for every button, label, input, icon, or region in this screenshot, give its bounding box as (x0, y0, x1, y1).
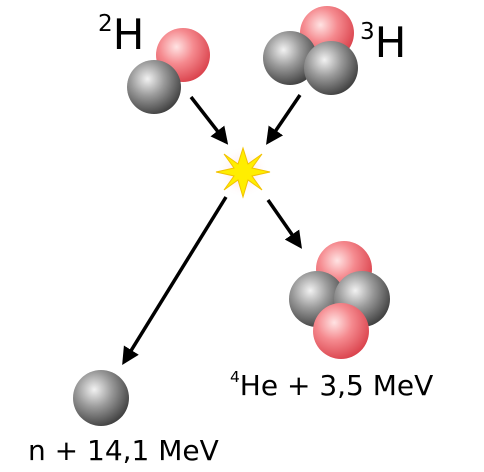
deuterium-label: 2H (98, 10, 144, 56)
neutron-product-label: n + 14,1 MeV (28, 437, 219, 465)
tritium-neutron-left (263, 31, 317, 85)
neutron-product-text: n + 14,1 MeV (28, 434, 219, 467)
helium-nucleus (289, 241, 390, 359)
deuterium-symbol: H (112, 10, 145, 59)
tritium-label: 3H (360, 18, 406, 64)
fusion-flash-icon (215, 146, 271, 199)
helium-product-text: He + 3,5 MeV (239, 369, 434, 402)
arrow-tritium-in (266, 94, 302, 145)
tritium-symbol: H (374, 18, 407, 67)
deuterium-neutron (127, 60, 181, 114)
arrow-deuterium-in (189, 95, 229, 145)
tritium-neutron-right (304, 41, 358, 95)
helium-proton-bottom (313, 303, 369, 359)
free-neutron (73, 370, 129, 426)
deuterium-mass-number: 2 (98, 10, 113, 37)
arrow-helium-out (266, 199, 302, 249)
helium-mass-number: 4 (230, 368, 240, 387)
tritium-mass-number: 3 (360, 18, 375, 45)
deuterium-nucleus (127, 28, 210, 114)
tritium-nucleus (263, 6, 358, 95)
helium-product-label: 4He + 3,5 MeV (230, 369, 434, 402)
arrow-neutron-out (122, 196, 228, 365)
